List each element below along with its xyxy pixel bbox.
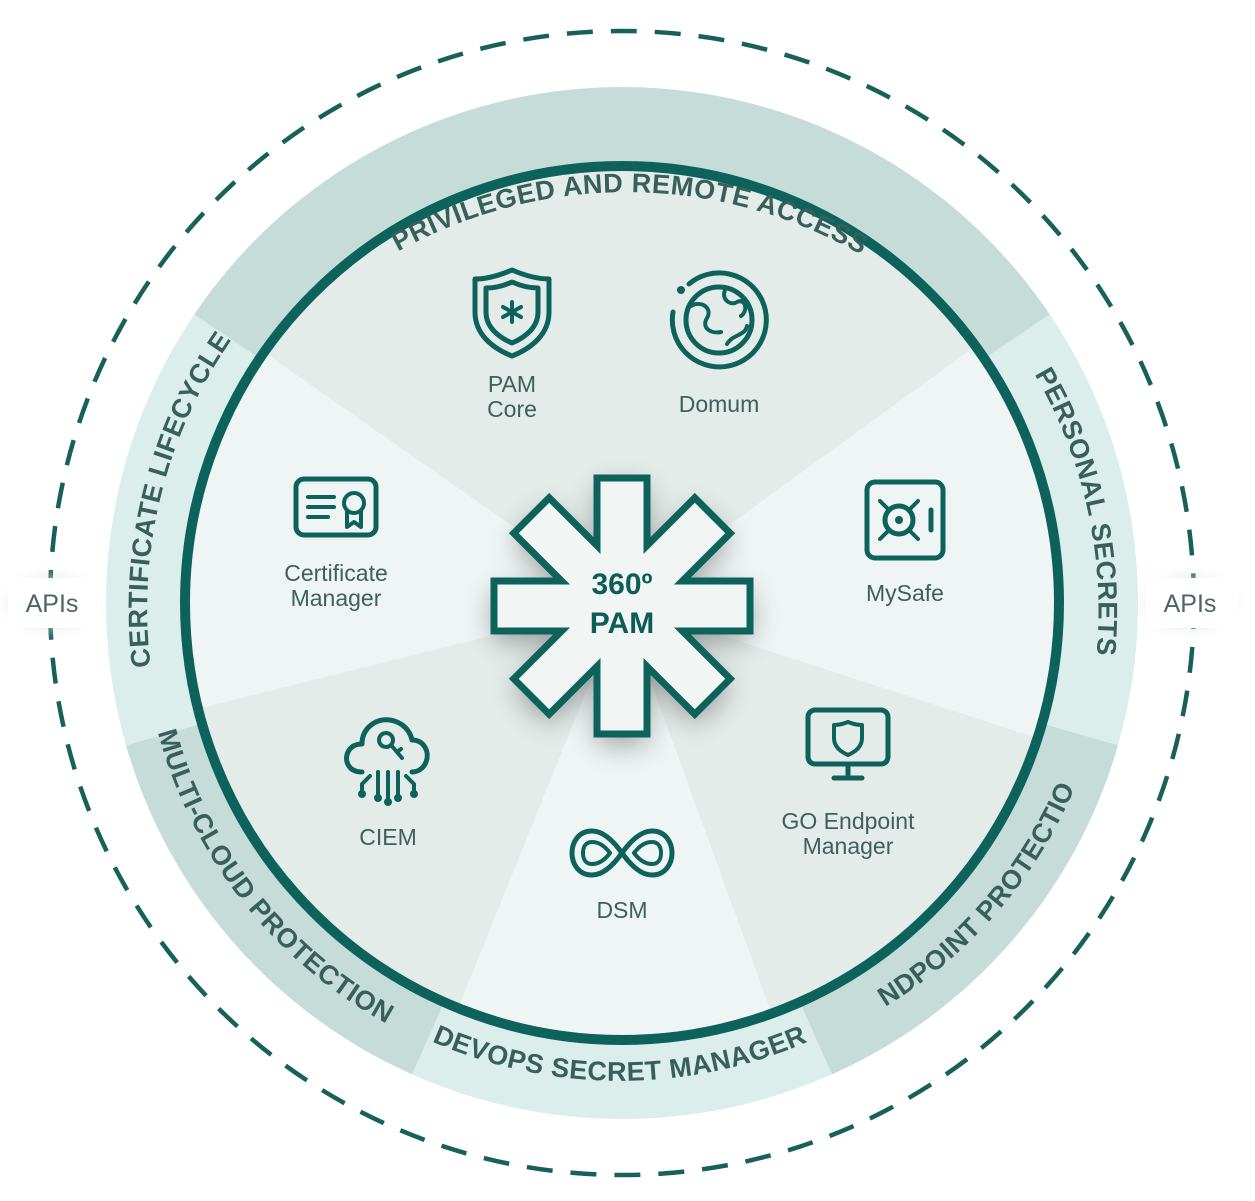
wedge-ciem (197, 603, 622, 1009)
product-label-certificate-1: Certificate (284, 560, 388, 586)
product-disk (185, 166, 1059, 1040)
product-label-domum: Domum (679, 391, 760, 417)
product-label-ciem: CIEM (359, 824, 417, 850)
product-label-pam-core-1: PAM (488, 371, 536, 397)
product-dsm[interactable]: DSM (569, 828, 675, 923)
center-title-line1: 360º (591, 568, 652, 601)
wedge-dsm (458, 603, 772, 1040)
product-certificate-manager[interactable]: Certificate Manager (284, 476, 388, 611)
product-mysafe[interactable]: MySafe (864, 479, 946, 606)
center-title-line2: PAM (590, 607, 654, 640)
safe-icon (864, 479, 946, 561)
inner-boundary-circle (180, 161, 1064, 1045)
shield-asterisk-icon (472, 267, 552, 359)
monitor-shield-icon (805, 707, 891, 781)
product-domum[interactable]: Domum (669, 270, 769, 417)
product-label-dsm: DSM (596, 897, 647, 923)
ring-sector-privileged-remote-access (194, 86, 1050, 359)
product-label-go-endpoint-2: Manager (803, 833, 894, 859)
wedge-mysafe (622, 346, 1059, 739)
product-pam-core[interactable]: PAM Core (472, 267, 552, 422)
api-label-right: APIs (1164, 590, 1217, 618)
cloud-key-icon (344, 717, 430, 806)
infinity-icon (569, 828, 675, 878)
api-label-left: APIs (26, 590, 79, 618)
globe-icon (669, 270, 769, 370)
certificate-icon (293, 476, 379, 538)
wedge-pam-core-domum (264, 166, 976, 603)
product-go-endpoint-manager[interactable]: GO Endpoint Manager (782, 707, 916, 859)
center-asterisk-shape (490, 474, 754, 738)
ring-sector-multi-cloud-protection (125, 723, 445, 1075)
product-label-go-endpoint-1: GO Endpoint (782, 808, 916, 834)
product-label-mysafe: MySafe (866, 580, 944, 606)
product-label-pam-core-2: Core (487, 396, 537, 422)
wedge-go-endpoint (622, 603, 1038, 1014)
product-label-certificate-2: Manager (291, 585, 382, 611)
center-badge: 360º PAM (490, 474, 754, 744)
product-ciem[interactable]: CIEM (344, 717, 430, 850)
ring-sector-endpoint-protection (799, 723, 1119, 1075)
